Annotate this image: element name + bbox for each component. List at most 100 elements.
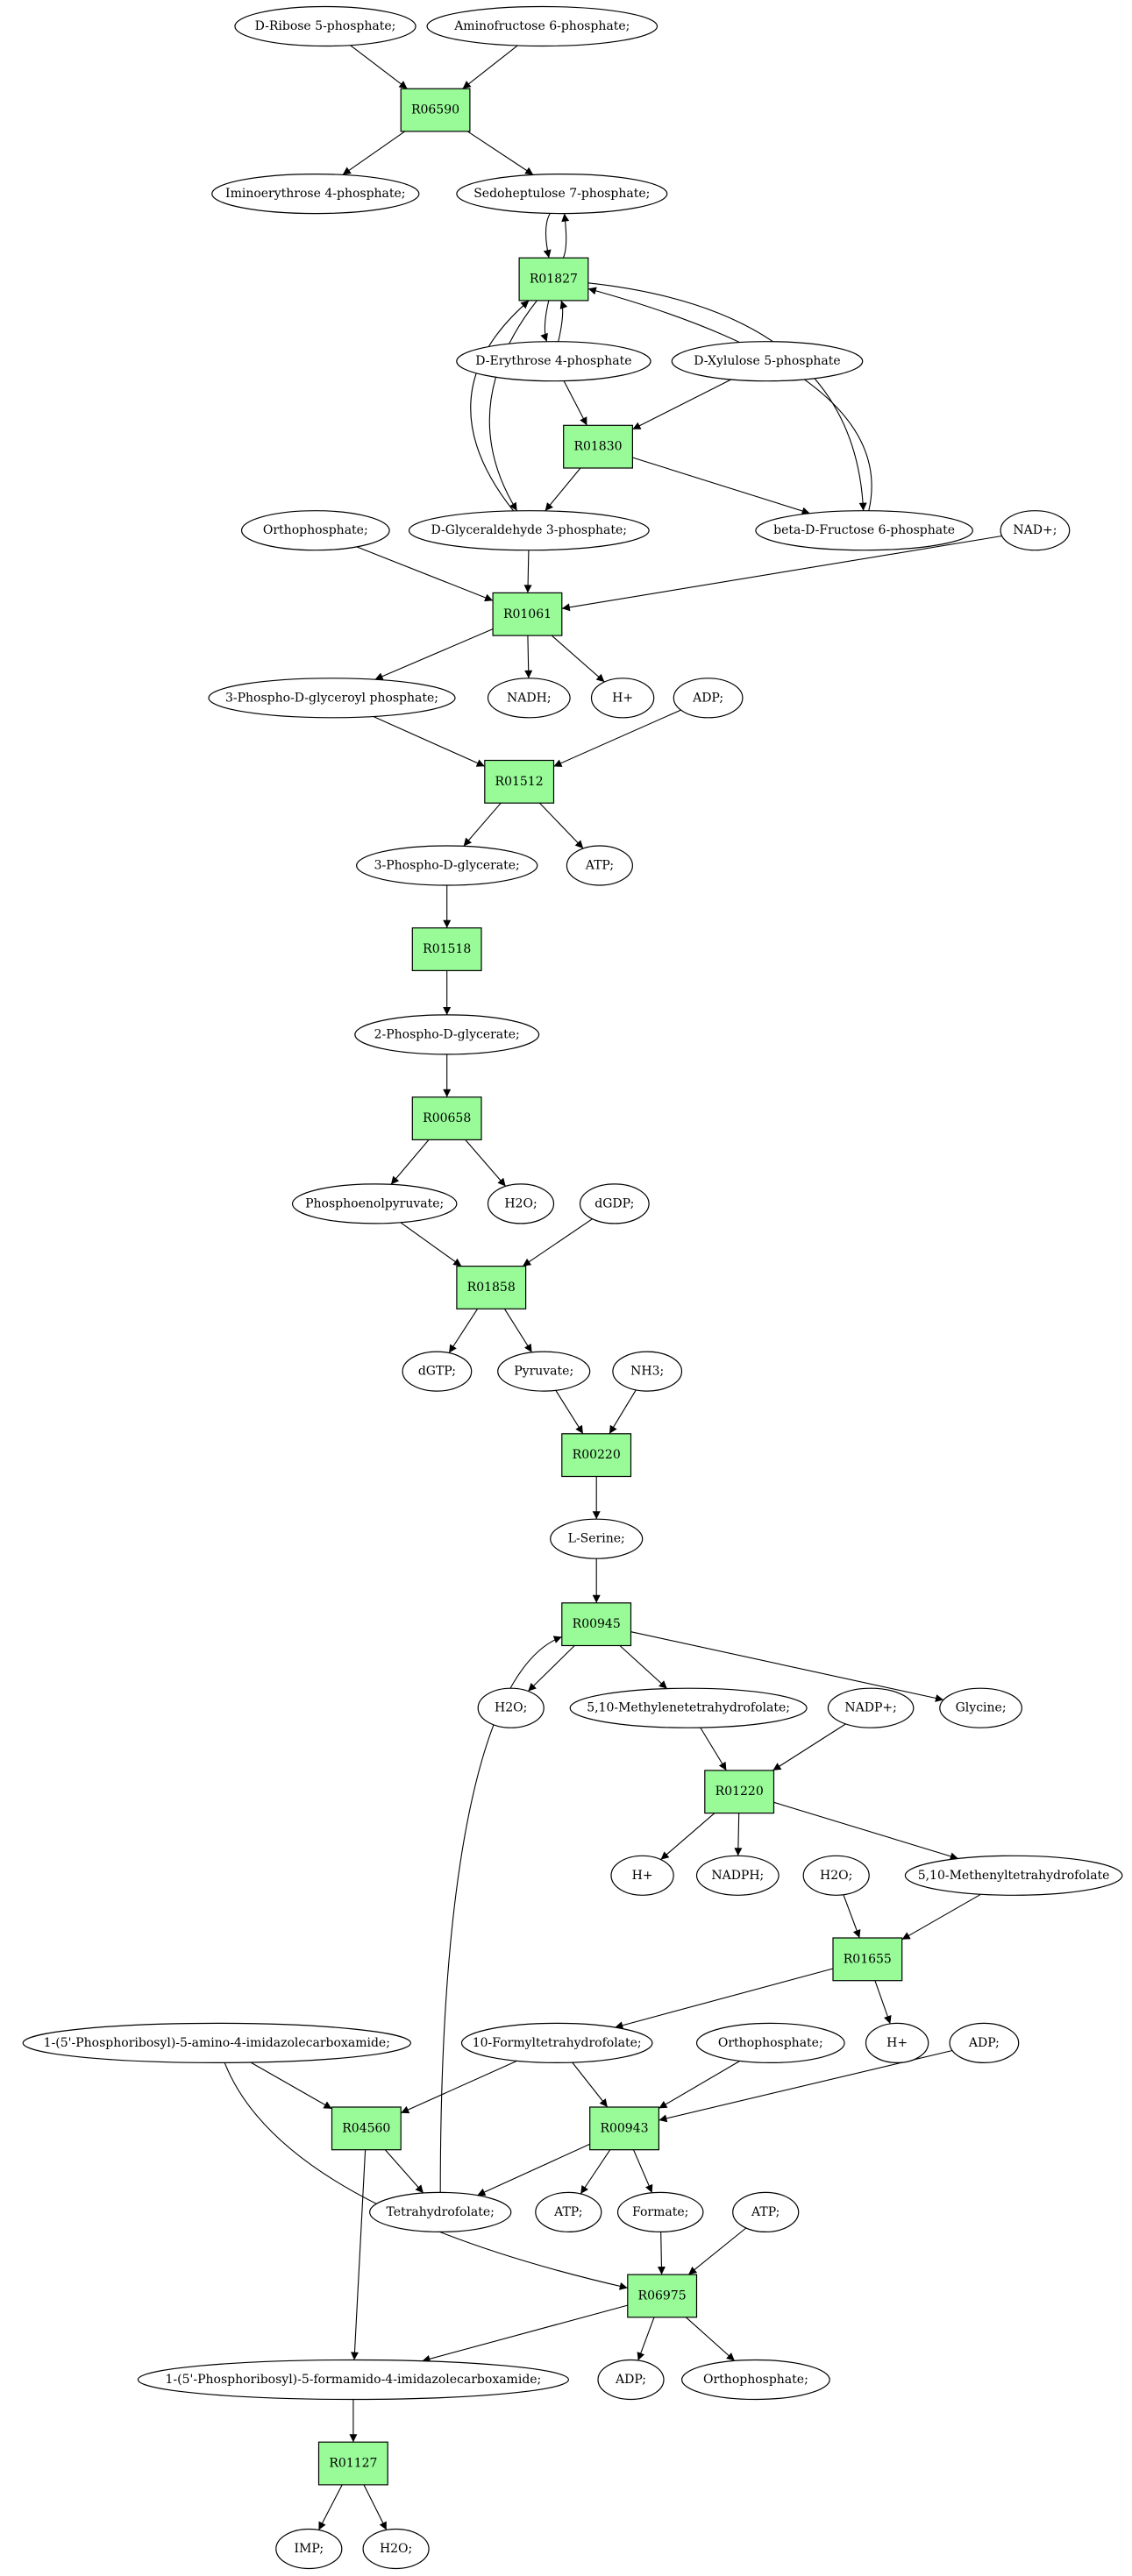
metabolite-ellipse <box>408 510 650 551</box>
reaction-node-r06975[interactable]: R06975 <box>627 2274 698 2318</box>
edge-m_ga3p-to-r_R01061 <box>523 550 532 593</box>
node-label: H2O; <box>380 2542 412 2556</box>
metabolite-node-ery4p[interactable]: D-Erythrose 4-phosphate <box>456 341 651 382</box>
metabolite-node-ortho2[interactable]: Orthophosphate; <box>695 2022 845 2063</box>
metabolite-node-adp2[interactable]: ADP; <box>949 2022 1020 2063</box>
edge-m_atp3-to-r_R06975 <box>687 2227 747 2275</box>
edge-r_R01220-to-m_nadph <box>734 1813 743 1856</box>
edge-m_xylu5p-to-r_R01830 <box>632 379 732 430</box>
reaction-node-r01512[interactable]: R01512 <box>484 759 555 804</box>
node-label: beta-D-Fructose 6-phosphate <box>773 523 955 537</box>
metabolite-node-nadp[interactable]: NAD+; <box>1000 510 1071 551</box>
reaction-node-r01827[interactable]: R01827 <box>518 257 589 302</box>
metabolite-ellipse <box>732 2191 800 2232</box>
metabolite-node-atp1[interactable]: ATP; <box>566 845 634 886</box>
edge-r_R01827-to-m_fru6p <box>587 282 867 511</box>
reaction-node-r01830[interactable]: R01830 <box>563 424 634 469</box>
node-label: H+ <box>886 2036 908 2050</box>
reaction-node-r00220[interactable]: R00220 <box>561 1433 632 1478</box>
metabolite-node-pyr[interactable]: Pyruvate; <box>497 1351 591 1392</box>
metabolite-ellipse <box>354 1014 540 1055</box>
reaction-node-r01061[interactable]: R01061 <box>492 592 563 636</box>
metabolite-node-thf[interactable]: Tetrahydrofolate; <box>369 2191 512 2232</box>
metabolite-node-ribose5p[interactable]: D-Ribose 5-phosphate; <box>234 5 416 47</box>
metabolite-node-iminoery4p[interactable]: Iminoerythrose 4-phosphate; <box>211 174 420 215</box>
metabolite-node-ga3p[interactable]: D-Glyceraldehyde 3-phosphate; <box>408 510 650 551</box>
metabolite-ellipse <box>362 2528 430 2570</box>
metabolite-node-ser[interactable]: L-Serine; <box>550 1518 644 1559</box>
reaction-node-r00658[interactable]: R00658 <box>411 1096 482 1140</box>
reaction-box <box>704 1770 775 1814</box>
metabolite-node-ortho3[interactable]: Orthophosphate; <box>681 2359 830 2401</box>
metabolite-node-atp2[interactable]: ATP; <box>535 2191 602 2232</box>
metabolite-ellipse <box>949 2022 1020 2063</box>
metabolite-node-formylthf[interactable]: 10-Formyltetrahydrofolate; <box>460 2022 653 2063</box>
node-label: ATP; <box>751 2205 780 2219</box>
reaction-node-r00943[interactable]: R00943 <box>589 2106 660 2151</box>
reaction-node-r01220[interactable]: R01220 <box>704 1770 775 1814</box>
metabolite-node-methylene[interactable]: 5,10-Methylenetetrahydrofolate; <box>569 1687 808 1728</box>
reaction-node-r06590[interactable]: R06590 <box>400 88 471 132</box>
reaction-node-r04560[interactable]: R04560 <box>331 2106 402 2151</box>
metabolite-node-dgtp[interactable]: dGTP; <box>402 1351 473 1392</box>
metabolite-ellipse <box>1000 510 1071 551</box>
metabolite-ellipse <box>356 845 538 886</box>
metabolite-node-adp1[interactable]: ADP; <box>673 678 744 719</box>
metabolite-node-ortho1[interactable]: Orthophosphate; <box>240 510 390 551</box>
reaction-node-r01127[interactable]: R01127 <box>317 2441 388 2486</box>
edge-r_R01858-to-m_dgtp <box>448 1309 478 1353</box>
metabolite-ellipse <box>681 2359 830 2401</box>
metabolite-node-gly[interactable]: Glycine; <box>939 1687 1022 1728</box>
metabolite-node-pep[interactable]: Phosphoenolpyruvate; <box>291 1183 458 1224</box>
metabolite-node-adp3[interactable]: ADP; <box>597 2359 665 2401</box>
metabolite-node-h3[interactable]: H+ <box>865 2022 929 2063</box>
node-label: 1-(5'-Phosphoribosyl)-5-amino-4-imidazol… <box>44 2036 390 2050</box>
metabolite-node-h2o1[interactable]: H2O; <box>487 1183 555 1224</box>
metabolite-node-h2[interactable]: H+ <box>610 1855 674 1896</box>
metabolite-node-h2o4[interactable]: H2O; <box>362 2528 430 2570</box>
edge-m_3pgp-to-r_R01512 <box>373 715 486 767</box>
edge-m_ery4p-to-r_R01827 <box>558 300 568 342</box>
edge-m_nadp2-to-r_R01220 <box>772 1723 846 1771</box>
metabolite-node-sedo7p[interactable]: Sedoheptulose 7-phosphate; <box>456 174 668 215</box>
edge-r_R06975-to-m_faicar <box>422 2304 628 2363</box>
metabolite-node-nadph[interactable]: NADPH; <box>695 1855 780 1896</box>
edge-r_R00943-to-m_thf <box>477 2143 590 2196</box>
metabolite-node-nh3[interactable]: NH3; <box>612 1351 683 1392</box>
edge-m_h2o3-to-r_R01655 <box>843 1894 861 1939</box>
metabolite-node-2pg[interactable]: 2-Phospho-D-glycerate; <box>354 1014 540 1055</box>
node-label: 2-Phospho-D-glycerate; <box>374 1027 520 1041</box>
metabolite-node-nadp2[interactable]: NADP+; <box>827 1687 915 1728</box>
metabolite-node-h2o2[interactable]: H2O; <box>477 1687 545 1728</box>
reaction-node-r00945[interactable]: R00945 <box>561 1602 632 1647</box>
metabolite-node-nadh[interactable]: NADH; <box>487 678 571 719</box>
metabolite-node-fru6p[interactable]: beta-D-Fructose 6-phosphate <box>755 510 973 551</box>
metabolite-node-formate[interactable]: Formate; <box>616 2191 704 2232</box>
node-label: dGDP; <box>594 1196 634 1210</box>
edges-layer <box>224 45 1002 2530</box>
metabolite-node-methenyl[interactable]: 5,10-Methenyltetrahydrofolate <box>904 1855 1123 1896</box>
node-label: R01061 <box>503 607 552 621</box>
metabolite-node-aminofru6p[interactable]: Aminofructose 6-phosphate; <box>426 5 659 47</box>
metabolite-node-h1[interactable]: H+ <box>590 678 655 719</box>
metabolite-node-faicar[interactable]: 1-(5'-Phosphoribosyl)-5-formamido-4-imid… <box>137 2359 569 2401</box>
reaction-node-r01655[interactable]: R01655 <box>832 1937 903 1982</box>
metabolite-node-dgdp[interactable]: dGDP; <box>579 1183 650 1224</box>
metabolite-node-3pgp[interactable]: 3-Phospho-D-glyceroyl phosphate; <box>208 678 456 719</box>
metabolite-ellipse <box>550 1518 644 1559</box>
metabolite-node-h2o3[interactable]: H2O; <box>802 1855 870 1896</box>
reaction-node-r01518[interactable]: R01518 <box>411 927 482 971</box>
metabolite-node-xylu5p[interactable]: D-Xylulose 5-phosphate <box>671 341 864 382</box>
reaction-node-r01858[interactable]: R01858 <box>456 1265 527 1309</box>
node-label: R01512 <box>495 775 544 789</box>
metabolite-node-atp3[interactable]: ATP; <box>732 2191 800 2232</box>
metabolite-node-3pg[interactable]: 3-Phospho-D-glycerate; <box>356 845 538 886</box>
edge-r_R00945-to-m_methylene <box>619 1645 668 1690</box>
node-label: NH3; <box>630 1365 664 1379</box>
metabolite-ellipse <box>579 1183 650 1224</box>
node-label: dGTP; <box>418 1365 456 1379</box>
metabolite-ellipse <box>460 2022 653 2063</box>
metabolite-node-imp[interactable]: IMP; <box>275 2528 343 2570</box>
metabolite-node-aicar[interactable]: 1-(5'-Phosphoribosyl)-5-amino-4-imidazol… <box>22 2022 412 2063</box>
node-label: 5,10-Methylenetetrahydrofolate; <box>587 1701 790 1715</box>
